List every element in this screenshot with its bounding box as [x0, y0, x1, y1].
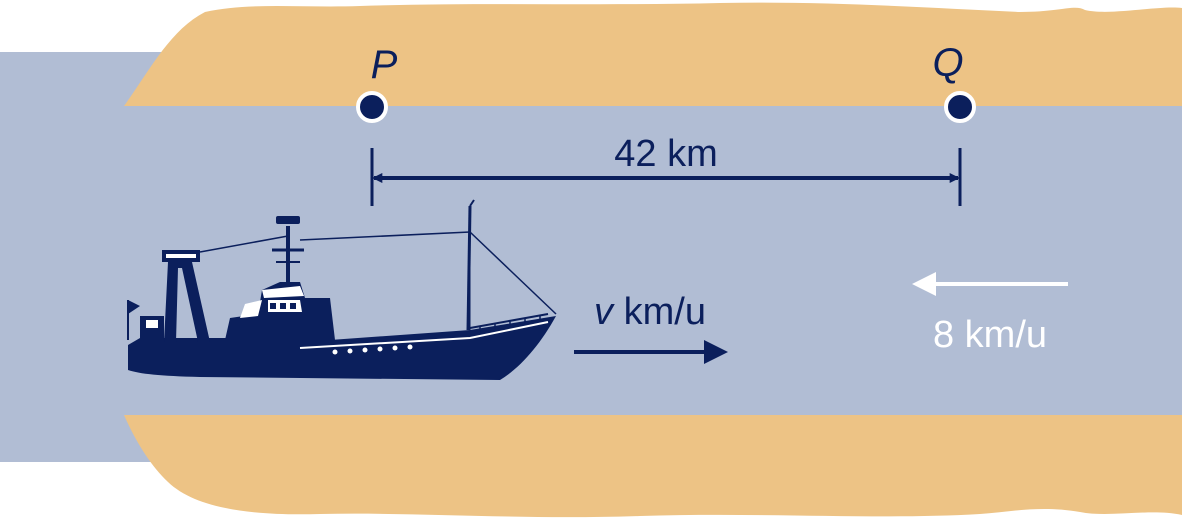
ship-icon: [127, 199, 557, 380]
boat-speed-label: v km/u: [594, 291, 706, 333]
point-p-marker: [356, 91, 388, 123]
point-q-marker: [944, 91, 976, 123]
current-speed-label: 8 km/u: [933, 314, 1047, 356]
top-river-bank: [124, 2, 1182, 106]
boat-speed-unit: km/u: [613, 291, 706, 333]
boat-speed-variable: v: [594, 291, 615, 333]
arrow-right-icon: [574, 340, 728, 364]
distance-label: 42 km: [614, 133, 717, 175]
point-p-label: P: [371, 43, 398, 87]
bottom-river-bank: [124, 415, 1182, 518]
arrow-left-icon: [912, 272, 1068, 296]
point-q-label: Q: [932, 41, 963, 85]
